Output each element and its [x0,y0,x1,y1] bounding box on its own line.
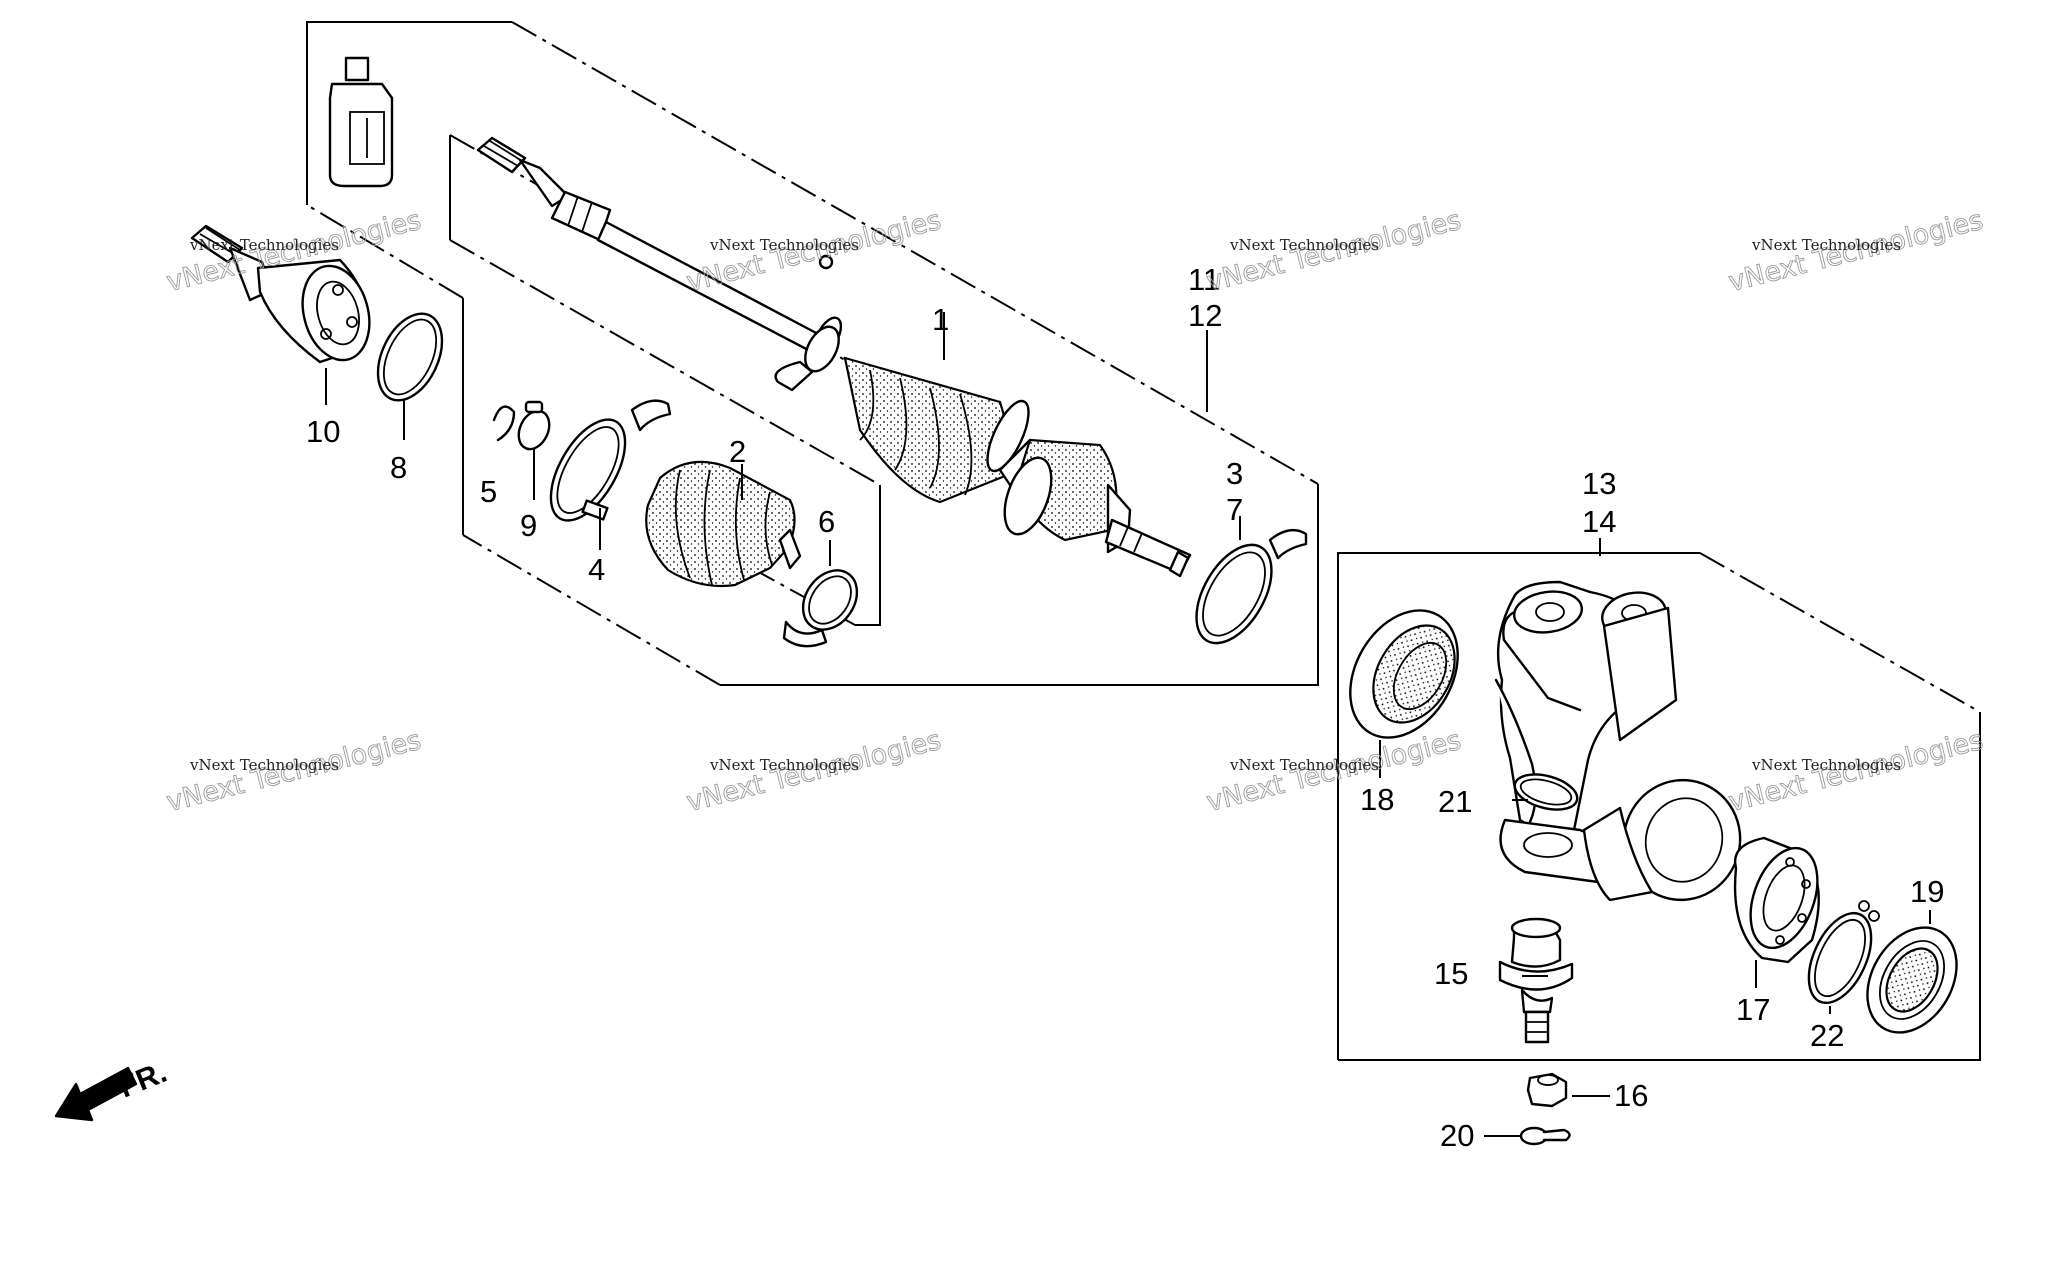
front-direction-label: FR. [114,1056,171,1105]
watermark-text: vNext Technologies [709,236,859,254]
callout-21: 21 [1438,784,1472,819]
callout-8: 8 [390,450,407,485]
watermark-text: vNext Technologies [189,236,339,254]
knuckle-group-outline [1337,552,1981,1061]
wheel-bearing-17-icon [1733,836,1820,964]
outer-cv-joint-icon [190,224,371,364]
castle-nut-16-icon [1526,1072,1568,1108]
callout-12: 12 [1188,298,1222,333]
outer-boot-2-icon [645,460,802,588]
dust-seal-18-icon [1349,609,1459,739]
dust-seal-19-icon [1866,926,1958,1034]
driveshaft-group-outline [306,21,1319,686]
steering-knuckle-icon [1494,580,1742,902]
circlip-21-icon [1513,773,1579,811]
driveshaft-assembly-icon [476,136,1192,578]
boot-band-upper-icon [804,254,840,373]
callout-14: 14 [1582,504,1616,539]
watermark-text: vNext Technologies [1229,756,1379,774]
watermark-text: vNext Technologies [1229,236,1379,254]
callout-17: 17 [1736,992,1770,1027]
grease-bottle-icon [328,56,394,188]
callout-18: 18 [1360,782,1394,817]
callout-13: 13 [1582,466,1616,501]
callout-19: 19 [1910,874,1944,909]
circlip-22-icon [1807,900,1880,1005]
callout-9: 9 [520,508,537,543]
watermark-text: vNext Technologies [709,756,859,774]
cotter-pin-20-icon [1519,1126,1571,1146]
callout-15: 15 [1434,956,1468,991]
callout-6: 6 [818,504,835,539]
watermark-text: vNext Technologies [1751,756,1901,774]
ball-joint-15-icon [1498,917,1574,1044]
boot-band-3-7-icon [1195,528,1308,645]
boot-band-4-icon [549,399,672,522]
callout-1: 1 [932,302,949,337]
callout-11: 11 [1188,262,1220,297]
circlip-8-icon [376,312,444,402]
callout-20: 20 [1440,1118,1474,1153]
callout-labels: 1 2 3 4 5 6 7 8 9 10 11 12 13 14 15 16 1… [306,262,1944,1153]
watermark-text: vNext Technologies [1751,236,1901,254]
callout-3: 3 [1226,456,1243,491]
boot-band-6-icon [782,569,859,648]
callout-2: 2 [729,434,746,469]
callout-7: 7 [1226,492,1243,527]
callout-5: 5 [480,474,497,509]
front-direction-arrow-icon: FR. [54,1056,171,1122]
boot-band-9-icon [517,400,551,451]
watermark-text: vNext Technologies [189,756,339,774]
stop-ring-5-icon [492,405,516,442]
callout-22: 22 [1810,1018,1844,1053]
callout-4: 4 [588,552,605,587]
leader-lines [325,312,1931,1137]
callout-10: 10 [306,414,340,449]
callout-16: 16 [1614,1078,1648,1113]
